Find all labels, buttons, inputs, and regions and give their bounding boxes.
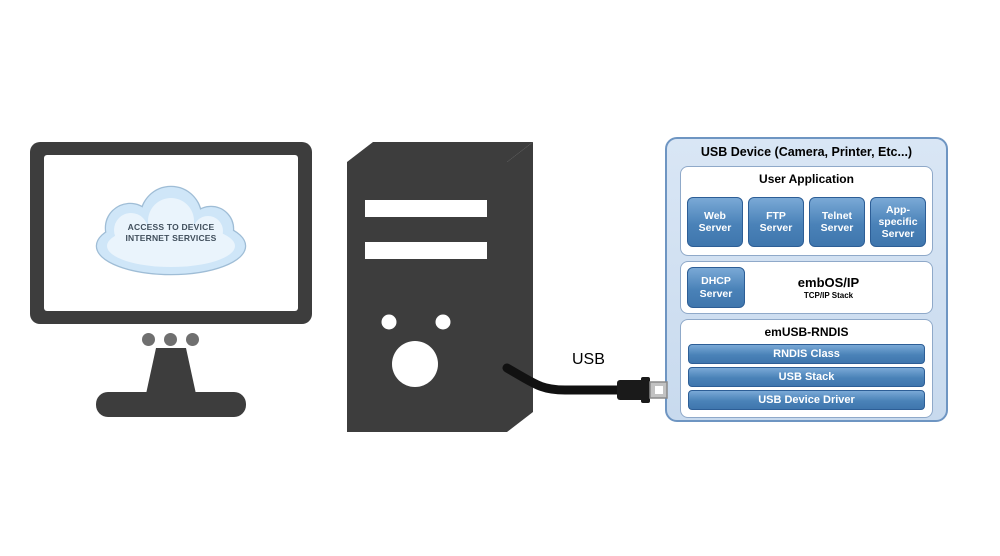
user-application-title: User Application (759, 172, 854, 186)
embos-ip-area: embOS/IP TCP/IP Stack (729, 262, 928, 313)
monitor-stand-neck (146, 348, 196, 394)
dhcp-server-block: DHCP Server (687, 267, 745, 308)
cloud-icon (95, 185, 247, 276)
usb-stack-layer: USB Stack (688, 367, 925, 387)
cloud-graphic: ACCESS TO DEVICE INTERNET SERVICES (85, 182, 257, 284)
embos-ip-title: embOS/IP (797, 275, 860, 290)
monitor-button-dot (164, 333, 177, 346)
tcpip-stack-subtitle: TCP/IP Stack (803, 291, 854, 300)
web-server-block: Web Server (687, 197, 743, 247)
monitor-screen: ACCESS TO DEVICE INTERNET SERVICES (44, 155, 298, 311)
rndis-class-layer: RNDIS Class (688, 344, 925, 364)
emusb-rndis-box: emUSB-RNDIS RNDIS Class USB Stack USB De… (680, 319, 933, 418)
user-application-box: User Application Web Server FTP Server T… (680, 166, 933, 256)
usb-cable-icon (502, 363, 668, 403)
computer-tower-icon (347, 142, 533, 432)
cloud-caption: ACCESS TO DEVICE INTERNET SERVICES (125, 222, 217, 244)
device-title: USB Device (Camera, Printer, Etc...) (700, 145, 913, 159)
monitor-button-dot (142, 333, 155, 346)
app-specific-server-block: App- specific Server (870, 197, 926, 247)
usb-layer-stack: RNDIS Class USB Stack USB Device Driver (688, 344, 925, 410)
desktop-monitor-icon: ACCESS TO DEVICE INTERNET SERVICES (30, 142, 312, 324)
emusb-rndis-title: emUSB-RNDIS (764, 325, 849, 339)
usb-cable-label: USB (572, 351, 605, 368)
ftp-server-block: FTP Server (748, 197, 804, 247)
monitor-button-dot (186, 333, 199, 346)
telnet-server-block: Telnet Server (809, 197, 865, 247)
usb-device-diagram: USB Device (Camera, Printer, Etc...) Use… (665, 137, 948, 422)
server-row: Web Server FTP Server Telnet Server App-… (687, 197, 926, 247)
monitor-stand-base (96, 392, 246, 417)
usb-device-driver-layer: USB Device Driver (688, 390, 925, 410)
network-stack-box: DHCP Server embOS/IP TCP/IP Stack (680, 261, 933, 314)
